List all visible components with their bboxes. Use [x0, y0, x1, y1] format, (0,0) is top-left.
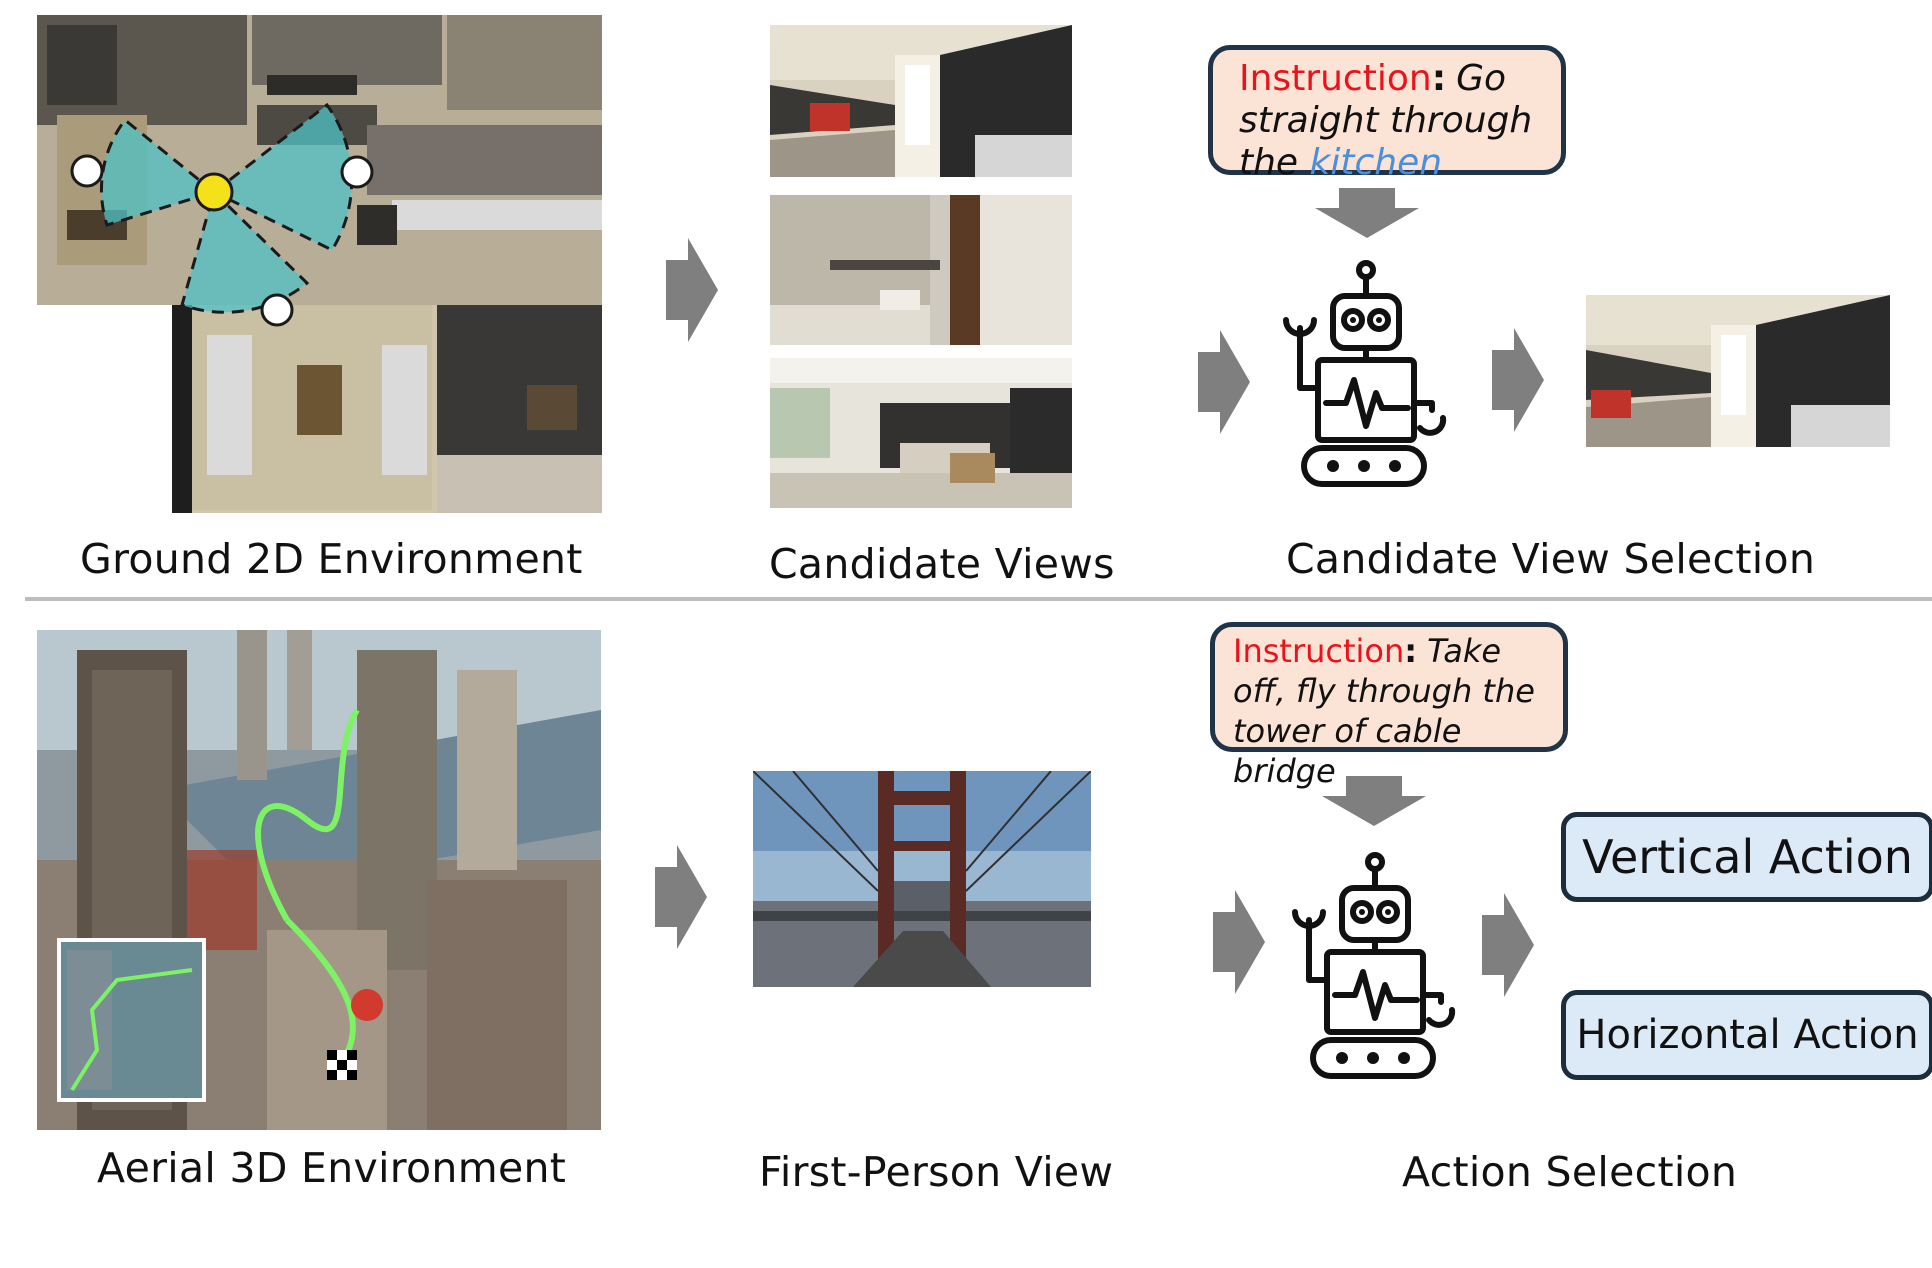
horizontal-action-box: Horizontal Action [1561, 990, 1932, 1080]
candidate-views-caption: Candidate Views [769, 540, 1115, 588]
action-selection-caption: Action Selection [1402, 1148, 1738, 1196]
robot-icon [1292, 852, 1456, 1079]
selected-view-image [1586, 295, 1890, 447]
instruction-box-bottom: Instruction:Take off, fly through the to… [1210, 622, 1568, 790]
arrow-right-icon [1198, 330, 1250, 434]
start-marker [351, 989, 383, 1021]
arrow-down-icon [1315, 188, 1419, 238]
instruction-box-top: Instruction:Go straight through the kitc… [1208, 45, 1566, 183]
arrow-right-icon [1492, 328, 1544, 432]
first-person-view-caption: First-Person View [759, 1148, 1114, 1196]
instruction-label: Instruction [1239, 58, 1432, 99]
minimap-inset [57, 938, 206, 1102]
floor-plan-map [37, 15, 602, 513]
instruction-label: Instruction [1233, 632, 1405, 670]
finish-flag-icon [327, 1050, 357, 1080]
candidate-view-2-image [770, 195, 1072, 345]
row-divider [25, 597, 1932, 601]
aerial-3d-environment-image [37, 630, 601, 1130]
aerial-3d-environment-caption: Aerial 3D Environment [97, 1144, 567, 1192]
first-person-view-image [753, 771, 1091, 987]
ground-2d-environment-caption: Ground 2D Environment [80, 535, 583, 583]
arrow-down-icon [1322, 776, 1426, 826]
robot-icon [1283, 260, 1447, 487]
ground-2d-environment-image [37, 15, 602, 513]
instruction-text: Take off, fly through the tower of cable… [1233, 632, 1535, 790]
arrow-right-icon [666, 238, 718, 342]
vertical-action-box: Vertical Action [1561, 812, 1932, 902]
candidate-node-marker [70, 154, 104, 188]
candidate-view-3-image [770, 358, 1072, 508]
arrow-right-icon [1213, 890, 1265, 994]
candidate-view-1-image [770, 25, 1072, 177]
candidate-node-marker [340, 155, 374, 189]
candidate-node-marker [260, 293, 294, 327]
candidate-view-selection-caption: Candidate View Selection [1286, 535, 1816, 583]
instruction-text: Go straight through the [1239, 58, 1533, 183]
agent-position-marker [194, 172, 234, 212]
instruction-keyword: kitchen [1309, 142, 1443, 183]
arrow-right-icon [1482, 893, 1534, 997]
arrow-right-icon [655, 845, 707, 949]
